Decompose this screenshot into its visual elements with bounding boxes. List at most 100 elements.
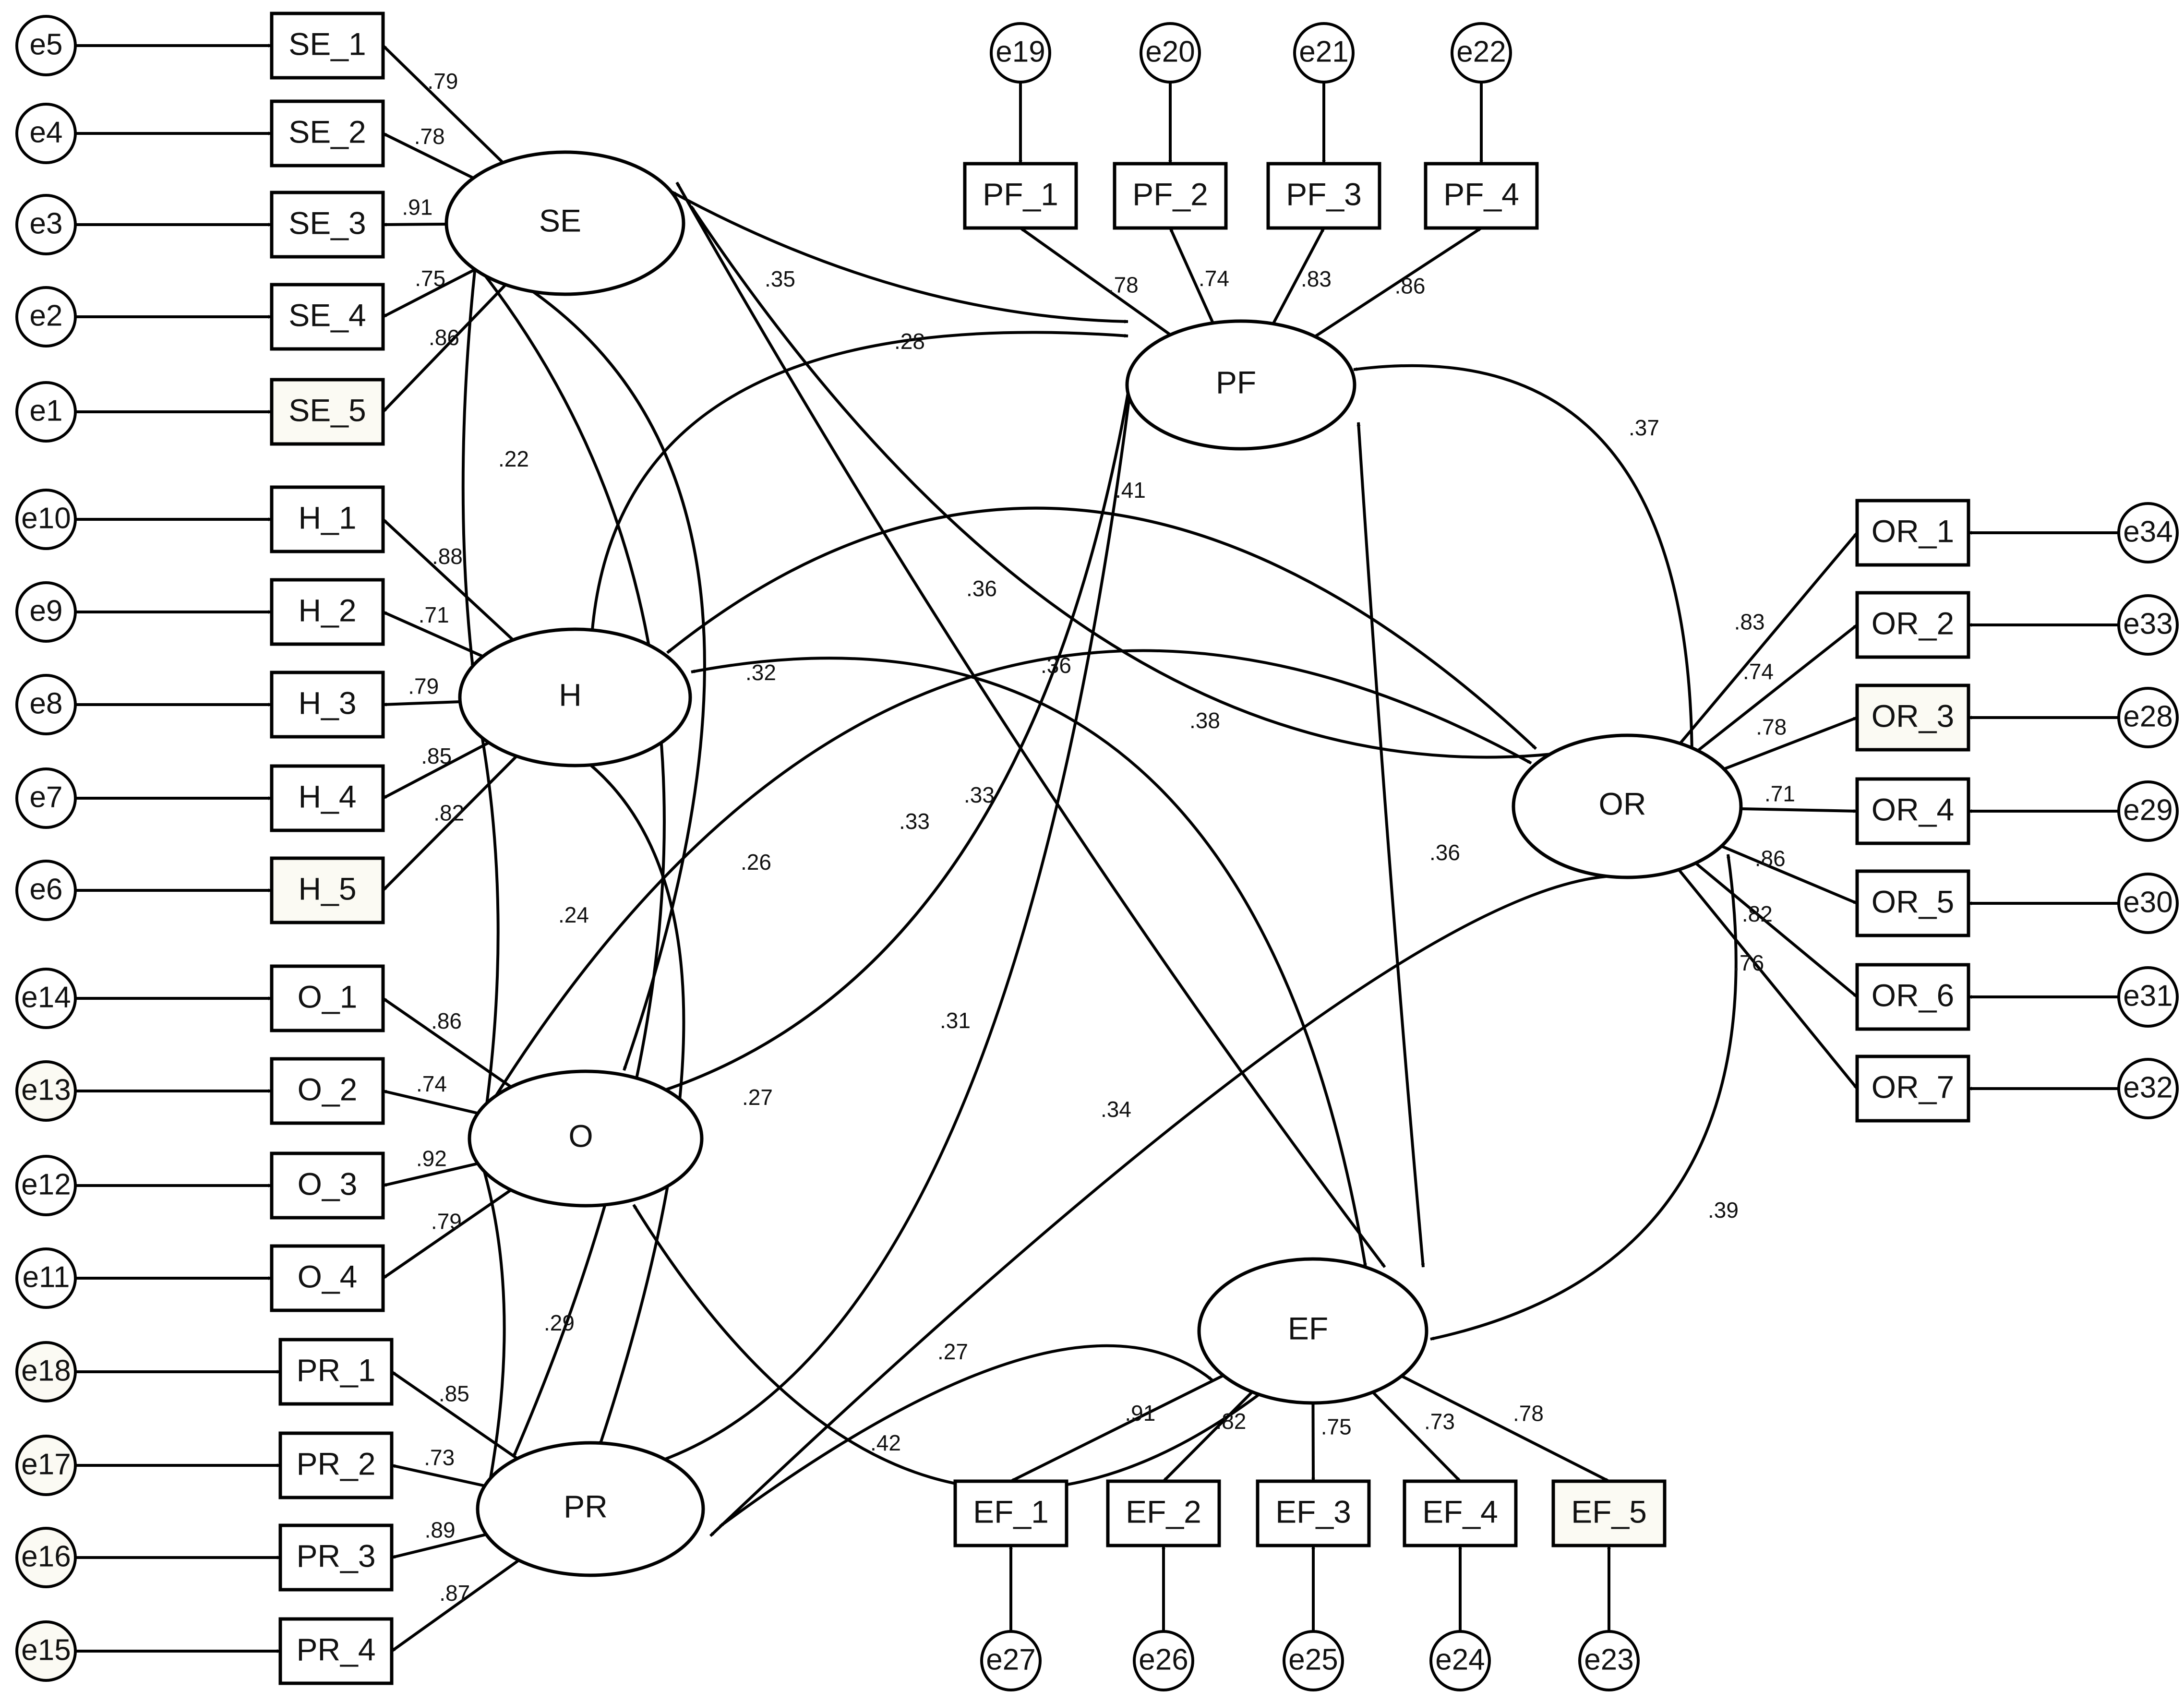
covariance-label-pf-pr: .31 bbox=[940, 1008, 971, 1033]
indicator-label-h-2: H_2 bbox=[298, 592, 356, 628]
covariance-label-h-o: .24 bbox=[558, 902, 589, 927]
indicator-label-o-3: O_3 bbox=[298, 1166, 358, 1201]
covariance-label-pf-o: .33 bbox=[899, 809, 930, 834]
covariance-path-h-o bbox=[479, 724, 500, 1119]
covariance-path-pf-ef bbox=[1356, 422, 1425, 1268]
indicator-box-se-4 bbox=[270, 283, 385, 351]
indicator-box-pr-4 bbox=[278, 1617, 394, 1685]
indicator-box-h-2 bbox=[270, 578, 385, 646]
covariance-label-ef-pr: .27 bbox=[937, 1339, 968, 1364]
error-label-e26: e26 bbox=[1139, 1643, 1188, 1676]
indicator-box-or-7 bbox=[1855, 1055, 1970, 1123]
indicator-box-se-2 bbox=[270, 99, 385, 168]
error-circle-e28 bbox=[2117, 687, 2179, 748]
error-label-e19: e19 bbox=[996, 35, 1045, 68]
error-label-e8: e8 bbox=[30, 687, 63, 720]
error-circle-e20 bbox=[1140, 22, 1201, 84]
loading-label-h-5: .82 bbox=[433, 800, 464, 825]
loading-path-or-6 bbox=[1694, 862, 1858, 998]
indicator-label-se-3: SE_3 bbox=[288, 205, 366, 240]
indicator-box-or-1 bbox=[1855, 499, 1970, 567]
error-label-e21: e21 bbox=[1299, 35, 1348, 68]
loading-path-se-4 bbox=[382, 268, 476, 318]
loading-label-se-2: .78 bbox=[414, 124, 445, 149]
latent-ellipse-ef bbox=[1197, 1257, 1428, 1405]
loading-label-pf-4: .86 bbox=[1394, 274, 1425, 299]
indicator-box-or-2 bbox=[1855, 591, 1970, 659]
covariance-label-se-ef: .36 bbox=[1041, 653, 1071, 678]
indicator-box-pf-1 bbox=[963, 162, 1078, 230]
indicator-label-or-3: OR_3 bbox=[1872, 698, 1954, 733]
indicator-label-or-1: OR_1 bbox=[1872, 513, 1954, 549]
error-circle-e7 bbox=[15, 767, 77, 829]
covariance-label-o-ef: .42 bbox=[870, 1430, 901, 1455]
latent-label-o: O bbox=[568, 1118, 593, 1153]
error-label-e6: e6 bbox=[30, 873, 63, 906]
latent-ellipse-se bbox=[444, 150, 685, 296]
loading-label-se-3: .91 bbox=[402, 195, 432, 220]
indicator-label-or-2: OR_2 bbox=[1872, 605, 1954, 641]
latent-ellipse-pr bbox=[476, 1441, 705, 1577]
indicator-label-pr-3: PR_3 bbox=[296, 1538, 375, 1573]
indicator-box-or-6 bbox=[1855, 963, 1970, 1031]
error-circle-e2 bbox=[15, 286, 77, 348]
loading-path-or-2 bbox=[1697, 623, 1858, 752]
error-circle-e5 bbox=[15, 15, 77, 76]
error-label-e32: e32 bbox=[2123, 1071, 2172, 1104]
loading-path-or-1 bbox=[1679, 532, 1859, 744]
covariance-label-se-h: .22 bbox=[498, 446, 529, 471]
covariance-label-pf-ef: .36 bbox=[1429, 840, 1460, 865]
covariance-label-or-ef: .39 bbox=[1708, 1198, 1739, 1223]
covariance-label-h-or: .41 bbox=[1115, 478, 1146, 503]
indicator-box-se-5 bbox=[270, 378, 385, 446]
labels-layer: SEHOPRPFOREFSE_1e5.79SE_2e4.78SE_3e3.91S… bbox=[21, 26, 2172, 1676]
error-circle-e34 bbox=[2117, 502, 2179, 563]
error-circle-e16 bbox=[15, 1527, 77, 1588]
loading-label-h-4: .85 bbox=[421, 743, 452, 768]
error-label-e20: e20 bbox=[1145, 35, 1195, 68]
covariance-path-pf-pr bbox=[499, 388, 1132, 1483]
loading-label-o-1: .86 bbox=[431, 1008, 462, 1033]
latent-ellipse-o bbox=[468, 1069, 704, 1208]
loading-label-ef-1: .91 bbox=[1125, 1401, 1155, 1426]
loading-path-se-3 bbox=[383, 222, 447, 227]
error-label-e25: e25 bbox=[1288, 1643, 1338, 1676]
error-circle-e4 bbox=[15, 103, 77, 164]
loading-path-se-1 bbox=[382, 44, 504, 164]
error-label-e10: e10 bbox=[21, 502, 71, 535]
indicator-label-o-4: O_4 bbox=[298, 1259, 358, 1294]
loading-label-or-3: .78 bbox=[1756, 715, 1787, 740]
loading-label-o-4: .79 bbox=[431, 1209, 462, 1234]
loading-label-or-7: .76 bbox=[1733, 950, 1764, 975]
indicator-box-ef-4 bbox=[1403, 1479, 1518, 1547]
error-label-e31: e31 bbox=[2123, 979, 2172, 1012]
indicator-box-ef-2 bbox=[1106, 1479, 1221, 1547]
edges-layer bbox=[75, 44, 2119, 1653]
indicator-label-pf-2: PF_2 bbox=[1132, 176, 1208, 212]
loading-label-se-4: .75 bbox=[415, 266, 445, 291]
error-label-e15: e15 bbox=[21, 1633, 71, 1666]
loading-label-h-2: .71 bbox=[419, 602, 449, 627]
error-label-e22: e22 bbox=[1456, 35, 1506, 68]
loading-label-ef-5: .78 bbox=[1513, 1401, 1544, 1426]
loading-label-pf-2: .74 bbox=[1199, 266, 1229, 291]
loading-path-h-3 bbox=[383, 700, 460, 707]
error-label-e11: e11 bbox=[23, 1260, 70, 1294]
covariance-label-se-pf: .35 bbox=[765, 266, 795, 291]
error-circle-e11 bbox=[15, 1247, 77, 1309]
latent-ellipse-h bbox=[458, 627, 692, 767]
error-circle-e22 bbox=[1451, 22, 1512, 84]
loading-label-ef-4: .73 bbox=[1424, 1409, 1455, 1434]
error-circle-e13 bbox=[15, 1060, 77, 1122]
covariance-path-ef-pr bbox=[719, 1344, 1213, 1528]
covariance-label-h-pf: .28 bbox=[894, 329, 925, 354]
error-label-e3: e3 bbox=[30, 207, 63, 240]
error-circle-e29 bbox=[2117, 780, 2179, 842]
loading-path-pf-1 bbox=[1020, 227, 1172, 336]
error-circle-e12 bbox=[15, 1155, 77, 1216]
indicator-label-se-4: SE_4 bbox=[288, 297, 366, 333]
error-circle-e10 bbox=[15, 489, 77, 550]
loading-label-or-2: .74 bbox=[1743, 659, 1774, 684]
loading-label-pf-1: .78 bbox=[1108, 273, 1139, 298]
